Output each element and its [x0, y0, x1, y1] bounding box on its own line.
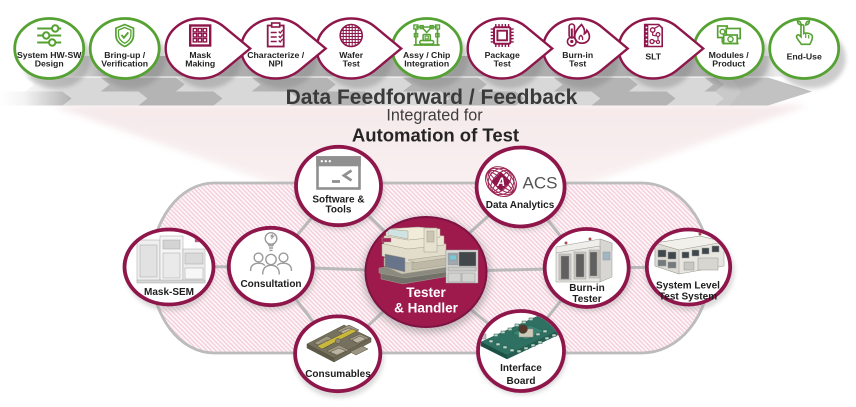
svg-text:Consumables: Consumables: [305, 369, 371, 380]
svg-text:Package: Package: [485, 50, 520, 60]
svg-text:Product: Product: [712, 59, 745, 69]
svg-text:Board: Board: [507, 376, 536, 387]
svg-text:Tester: Tester: [572, 294, 601, 305]
svg-text:Verification: Verification: [101, 59, 148, 69]
svg-text:Assy / Chip: Assy / Chip: [403, 50, 450, 60]
svg-text:Data Feedforward / Feedback: Data Feedforward / Feedback: [286, 86, 578, 109]
svg-text:System HW-SW: System HW-SW: [17, 50, 82, 60]
svg-text:Tester: Tester: [406, 285, 446, 300]
svg-text:Integrated for: Integrated for: [386, 107, 483, 125]
svg-text:Characterize /: Characterize /: [247, 50, 305, 60]
svg-text:Mask-SEM: Mask-SEM: [144, 287, 194, 298]
svg-text:& Handler: & Handler: [394, 301, 459, 316]
svg-text:Data Analytics: Data Analytics: [486, 200, 555, 211]
svg-text:Test: Test: [494, 59, 511, 69]
svg-text:Making: Making: [185, 59, 215, 69]
svg-text:NPI: NPI: [268, 59, 282, 69]
svg-text:Automation of Test: Automation of Test: [352, 125, 519, 146]
svg-text:Integration: Integration: [404, 59, 449, 69]
svg-text:Tools: Tools: [326, 205, 352, 216]
svg-text:Design: Design: [35, 59, 64, 69]
svg-text:Test: Test: [343, 59, 360, 69]
svg-text:SLT: SLT: [645, 51, 661, 61]
svg-text:System Level: System Level: [656, 281, 720, 292]
svg-text:Consultation: Consultation: [240, 279, 301, 290]
svg-text:Modules /: Modules /: [709, 50, 750, 60]
svg-text:Interface: Interface: [500, 363, 542, 374]
svg-text:Wafer: Wafer: [339, 50, 363, 60]
svg-text:Software &: Software &: [312, 195, 364, 206]
svg-text:Burn-in: Burn-in: [569, 283, 605, 294]
svg-text:Bring-up /: Bring-up /: [104, 50, 146, 60]
svg-text:A: A: [496, 177, 505, 189]
svg-text:ACS: ACS: [523, 174, 558, 193]
svg-text:End-Use: End-Use: [787, 51, 822, 61]
svg-text:Mask: Mask: [189, 50, 211, 60]
svg-text:Test System: Test System: [659, 292, 717, 303]
svg-text:Test: Test: [569, 59, 586, 69]
svg-text:Burn-in: Burn-in: [562, 50, 593, 60]
